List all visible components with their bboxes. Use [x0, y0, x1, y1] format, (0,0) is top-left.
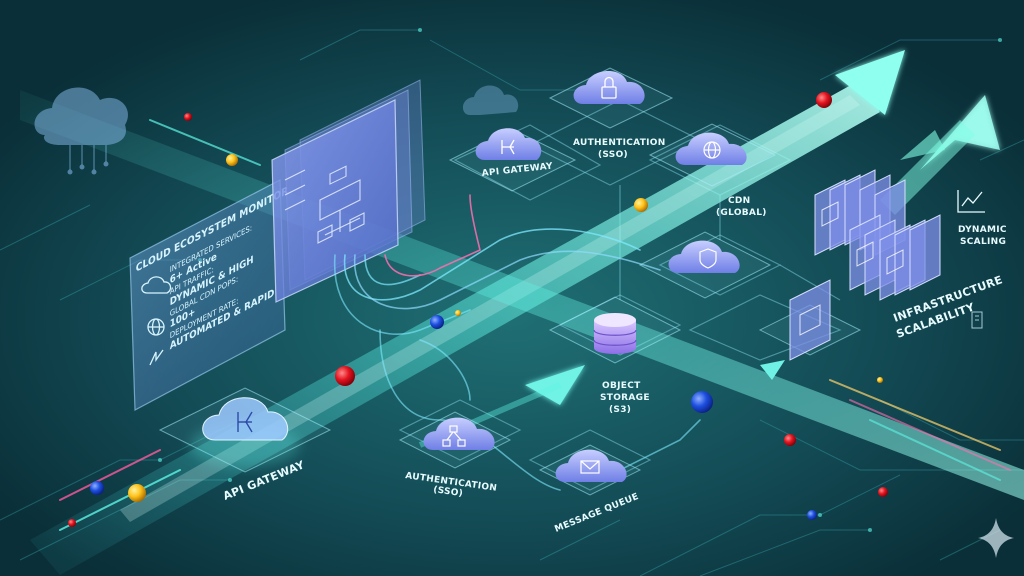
packet-blue — [691, 391, 713, 413]
packet-blue — [807, 510, 817, 520]
packet-red — [68, 519, 76, 527]
packet-yellow — [877, 377, 883, 383]
auth-top-label-line2: (SSO) — [598, 150, 628, 160]
packet-red — [878, 487, 888, 497]
auth-top-label-line1: AUTHENTICATION — [573, 138, 666, 148]
storage-label-line2: STORAGE — [600, 393, 650, 403]
packet-red — [816, 92, 832, 108]
packet-yellow — [128, 484, 146, 502]
packet-blue — [430, 315, 444, 329]
packet-yellow — [455, 310, 461, 316]
object-storage-node — [594, 312, 636, 356]
cdn-label-line2: (GLOBAL) — [716, 208, 767, 218]
packet-red — [184, 113, 192, 121]
cdn-label-line1: CDN — [728, 196, 751, 206]
dynamic-scaling-label-line1: DYNAMIC — [958, 225, 1007, 235]
packet-yellow — [226, 154, 238, 166]
packet-red — [784, 434, 796, 446]
packet-yellow — [634, 198, 648, 212]
packet-blue — [90, 481, 104, 495]
dynamic-scaling-label-line2: SCALING — [960, 237, 1006, 247]
packet-red — [335, 366, 355, 386]
storage-label-line1: OBJECT — [602, 381, 641, 391]
storage-label-line3: (S3) — [609, 405, 631, 415]
